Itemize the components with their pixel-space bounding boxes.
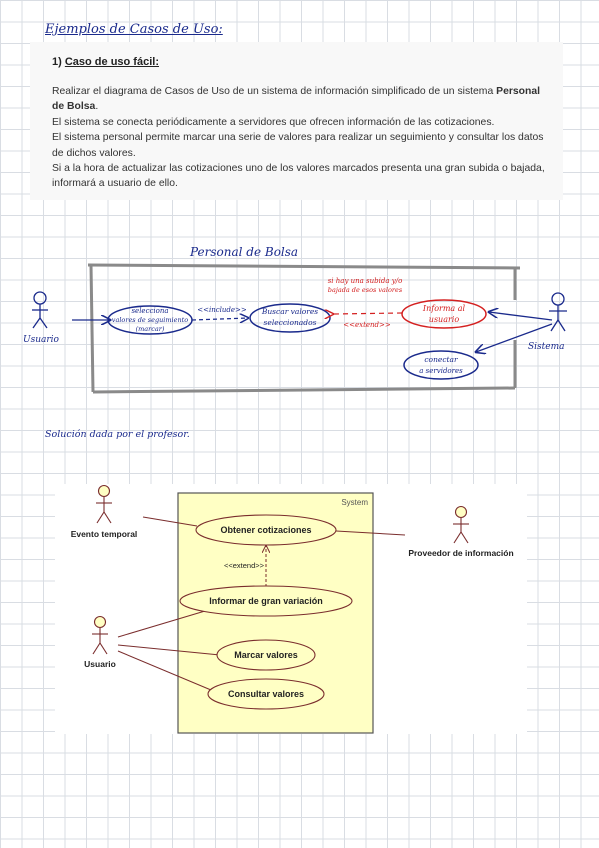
extend-condition-line-1: si hay una subida y/o	[328, 277, 403, 285]
assoc-sistema-inform	[489, 312, 553, 321]
extend-condition-line-2: bajada de esos valores	[328, 286, 403, 294]
heading-number: 1)	[52, 56, 62, 68]
exercise-body: Realizar el diagrama de Casos de Uso de …	[52, 84, 552, 192]
include-arrow	[191, 318, 248, 320]
uc-select-line-3: (marcar)	[136, 325, 165, 333]
paragraph-1-pre: Realizar el diagrama de Casos de Uso de …	[52, 86, 497, 97]
paragraph-1-post: .	[95, 101, 99, 113]
paragraph-4: Si a la hora de actualizar las cotizacio…	[52, 163, 545, 190]
paragraph-3: El sistema personal permite marcar una s…	[52, 132, 544, 159]
actor-usuario-label: Usuario	[23, 335, 60, 345]
uc-search-line-1: Buscar valores	[261, 307, 318, 316]
include-label: <<include>>	[197, 306, 247, 314]
uc-search-line-2: seleccionados	[264, 318, 317, 327]
paragraph-2: El sistema se conecta periódicamente a s…	[52, 116, 495, 128]
exercise-heading: 1) Caso de uso fácil:	[52, 56, 159, 68]
actor-sistema-figure	[549, 292, 567, 332]
extend-arrow	[333, 313, 403, 314]
uml-diagram-card	[55, 484, 527, 734]
uc-inform-line-2: usuario	[429, 315, 460, 324]
heading-text: Caso de uso fácil:	[64, 56, 159, 68]
uc-connect-ellipse	[403, 350, 479, 380]
solution-note: Solución dada por el profesor.	[45, 429, 190, 440]
actor-sistema-label: Sistema	[528, 342, 565, 352]
uc-connect-line-1: conectar	[424, 355, 458, 364]
assoc-sistema-connect	[476, 323, 553, 352]
page-title: Ejemplos de Casos de Uso:	[45, 22, 223, 37]
handwritten-diagram: Personal de Bolsa Usuario Sistema selecc…	[23, 245, 567, 440]
system-name-label: Personal de Bolsa	[189, 245, 298, 259]
uc-select-line-1: selecciona	[131, 307, 168, 315]
paragraph-1-bold: Personal de Bolsa	[52, 86, 541, 113]
system-boundary	[87, 263, 521, 394]
paragraph-1: Realizar el diagrama de Casos de Uso de …	[52, 84, 552, 115]
exercise-text-card: 1) Caso de uso fácil: Realizar el diagra…	[30, 42, 563, 200]
uc-inform-ellipse	[401, 299, 487, 329]
extend-label: <<extend>>	[343, 321, 391, 329]
uc-inform-line-1: Informa al	[422, 304, 466, 313]
uc-select-line-2: valores de seguimiento	[112, 316, 188, 324]
uc-connect-line-2: a servidores	[419, 367, 463, 375]
actor-usuario-figure	[32, 291, 48, 329]
